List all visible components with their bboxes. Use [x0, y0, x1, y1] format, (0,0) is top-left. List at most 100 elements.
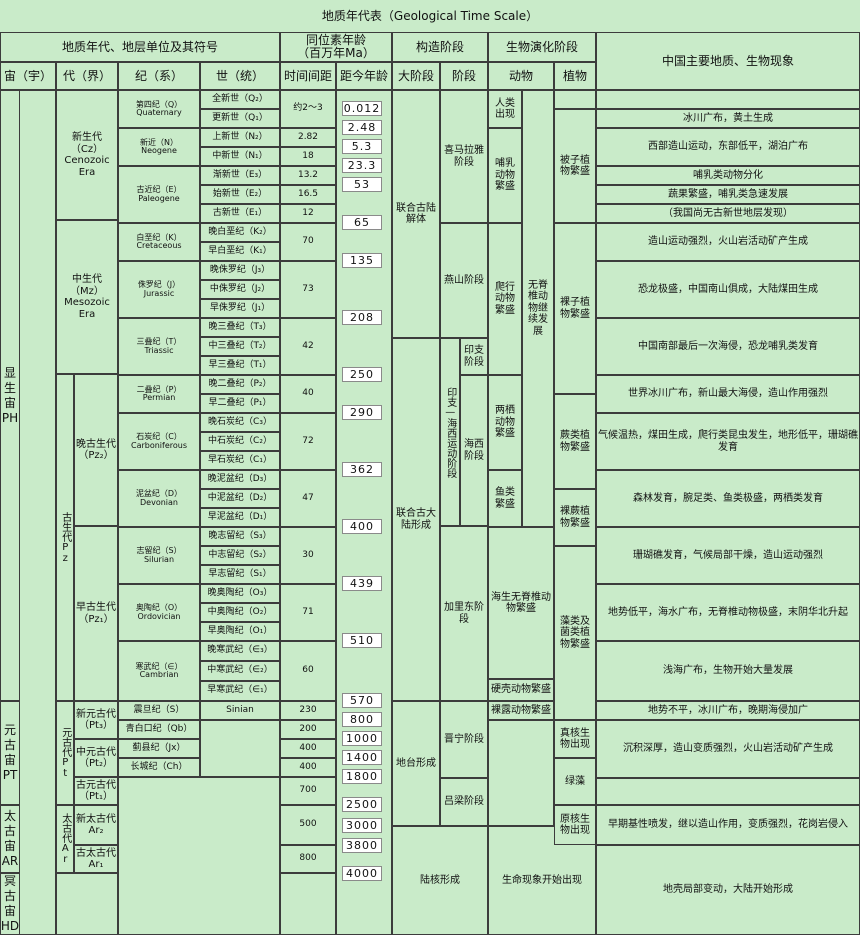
epoch-early-carboniferous: 早石炭纪（C₁）: [200, 451, 280, 470]
header-china-phenomena: 中国主要地质、生物现象: [596, 32, 860, 90]
tectonic-indosinian: 印支 阶段: [460, 338, 488, 375]
epoch-pleistocene: 更新世（Q₁）: [200, 109, 280, 128]
period-jurassic: 侏罗纪（J） Jurassic: [118, 261, 200, 318]
epoch-empty-proterozoic: [200, 720, 280, 777]
interval-paleoproterozoic: 700: [280, 777, 336, 805]
epoch-middle-triassic: 中三叠纪（T₂）: [200, 337, 280, 356]
china-devonian: 森林发育，腕足类、鱼类极盛，两栖类发育: [596, 470, 860, 527]
epoch-eocene: 始新世（E₂）: [200, 185, 280, 204]
tectonic-platform-formation: 地台形成: [392, 701, 440, 826]
period-silurian: 志留纪（S） Silurian: [118, 527, 200, 584]
period-sinian: 震旦纪（S）: [118, 701, 200, 720]
epoch-late-permian: 晚二叠纪（P₂）: [200, 375, 280, 394]
interval-pliocene: 2.82: [280, 128, 336, 147]
age-label: 250: [342, 367, 382, 382]
tectonic-continental-nucleus: 陆核形成: [392, 826, 488, 935]
epoch-late-cretaceous: 晚白垩纪（K₂）: [200, 223, 280, 242]
era-cenozoic: 新生代 （Cz） Cenozoic Era: [56, 90, 118, 220]
era-paleozoic: 古生代Pz: [56, 374, 74, 701]
china-neogene: 西部造山运动，东部低平，湖泊广布: [596, 128, 860, 166]
tectonic-himalayan: 喜马拉雅 阶段: [440, 90, 488, 223]
epoch-late-silurian: 晚志留纪（S₃）: [200, 527, 280, 546]
eon-phanerozoic: 显 生 宙 PH: [0, 90, 20, 701]
epoch-middle-devonian: 中泥盆纪（D₂）: [200, 489, 280, 508]
epoch-middle-cambrian: 中寒武纪（∈₂）: [200, 661, 280, 681]
animal-shelled: 硬壳动物繁盛: [488, 679, 554, 701]
period-paleogene: 古近纪（E） Paleogene: [118, 166, 200, 223]
china-cretaceous: 造山运动强烈，火山岩活动矿产生成: [596, 223, 860, 261]
china-archean: 早期基性喷发，继以造山作用，变质强烈，花岗岩侵入: [596, 805, 860, 845]
header-animal: 动物: [488, 62, 554, 90]
interval-cretaceous: 70: [280, 223, 336, 261]
epoch-early-ordovician: 早奥陶纪（O₁）: [200, 622, 280, 641]
epoch-early-silurian: 早志留纪（S₁）: [200, 565, 280, 584]
tectonic-yanshan: 燕山阶段: [440, 223, 488, 338]
plant-angiosperms: 被子植 物繁盛: [554, 109, 596, 223]
eon-archean: 太 古 宙 AR: [0, 805, 20, 873]
header-stage: 阶段: [440, 62, 488, 90]
era-neoproterozoic: 新元古代 （Pt₃）: [74, 701, 118, 739]
period-changcheng: 长城纪（Ch）: [118, 758, 200, 777]
epoch-oligocene: 渐新世（E₃）: [200, 166, 280, 185]
china-ordovician: 地势低平，海水广布，无脊椎动物极盛，末阴华北升起: [596, 584, 860, 641]
china-jurassic: 恐龙极盛，中国南山俱成，大陆煤田生成: [596, 261, 860, 318]
interval-empty-hadean: [280, 873, 336, 935]
age-label: 510: [342, 633, 382, 648]
animal-invertebrate-development: 无脊 椎动 物继 续发 展: [522, 90, 554, 527]
era-proterozoic: 元古代Pt: [56, 701, 74, 805]
period-empty-precambrian: [118, 777, 280, 935]
era-mesozoic: 中生代（Mz） Mesozoic Era: [56, 220, 118, 374]
epoch-sinian: Sinian: [200, 701, 280, 720]
header-interval: 时间间距: [280, 62, 336, 90]
china-cambrian: 浅海广布，生物开始大量发展: [596, 641, 860, 701]
plant-eukaryotes: 真核生 物出现: [554, 720, 596, 758]
animal-marine-invertebrates: 海生无脊椎动 物繁盛: [488, 527, 554, 679]
plant-green-algae: 绿藻: [554, 758, 596, 805]
plant-ferns: 蕨类植 物繁盛: [554, 394, 596, 489]
era-paleoproterozoic: 古元古代 （Pt₁）: [74, 777, 118, 805]
tectonic-indosinian-hercynian: 印支—海西运动阶段: [440, 338, 460, 526]
animal-reptiles: 爬行 动物 繁盛: [488, 223, 522, 375]
interval-sinian: 230: [280, 701, 336, 720]
interval-devonian: 47: [280, 470, 336, 527]
header-eon: 宙（宇）: [0, 62, 56, 90]
age-label: 208: [342, 310, 382, 325]
age-column: [336, 90, 392, 935]
epoch-paleocene: 古新世（E₁）: [200, 204, 280, 223]
age-label: 2.48: [342, 120, 382, 135]
tectonic-pangea-formation: 联合古大 陆形成: [392, 338, 440, 701]
header-isotope-age: 同位素年龄 （百万年Ma）: [280, 32, 392, 62]
interval-quaternary: 约2～3: [280, 90, 336, 128]
plant-gymnosperms: 裸子植 物繁盛: [554, 223, 596, 394]
animal-fish: 鱼类 繁盛: [488, 470, 522, 527]
china-eocene: 蔬果繁盛，哺乳类急速发展: [596, 185, 860, 204]
header-period: 纪（系）: [118, 62, 200, 90]
interval-permian: 40: [280, 375, 336, 413]
china-empty-top: [596, 90, 860, 109]
tectonic-pangea-breakup: 联合古陆 解体: [392, 90, 440, 338]
interval-paleoarchean: 800: [280, 845, 336, 873]
interval-oligocene: 13.2: [280, 166, 336, 185]
period-permian: 二叠纪（P） Permian: [118, 375, 200, 413]
period-cambrian: 寒武纪（∈） Cambrian: [118, 641, 200, 701]
tectonic-caledonian: 加里东阶 段: [440, 526, 488, 701]
epoch-late-ordovician: 晚奥陶纪（O₃）: [200, 584, 280, 603]
age-label: 2500: [342, 797, 382, 812]
epoch-late-jurassic: 晚侏罗纪（J₃）: [200, 261, 280, 280]
header-plant: 植物: [554, 62, 596, 90]
eon-hadean: 冥 古 宙 HD: [0, 873, 20, 935]
epoch-pliocene: 上新世（N₂）: [200, 128, 280, 147]
epoch-early-jurassic: 早侏罗纪（J₁）: [200, 299, 280, 318]
epoch-late-carboniferous: 晚石炭纪（C₃）: [200, 413, 280, 432]
china-quaternary: 冰川广布，黄土生成: [596, 109, 860, 128]
period-neogene: 新近（N） Neogene: [118, 128, 200, 166]
age-label: 290: [342, 405, 382, 420]
animal-soft-bodied: 裸露动物繁盛: [488, 701, 554, 720]
era-hadean-empty: [56, 873, 118, 935]
header-evolution: 生物演化阶段: [488, 32, 596, 62]
plant-psilophytes: 裸蕨植 物繁盛: [554, 489, 596, 546]
epoch-early-triassic: 早三叠纪（T₁）: [200, 356, 280, 375]
epoch-early-cambrian: 早寒武纪（∈₁）: [200, 681, 280, 701]
age-label: 53: [342, 177, 382, 192]
